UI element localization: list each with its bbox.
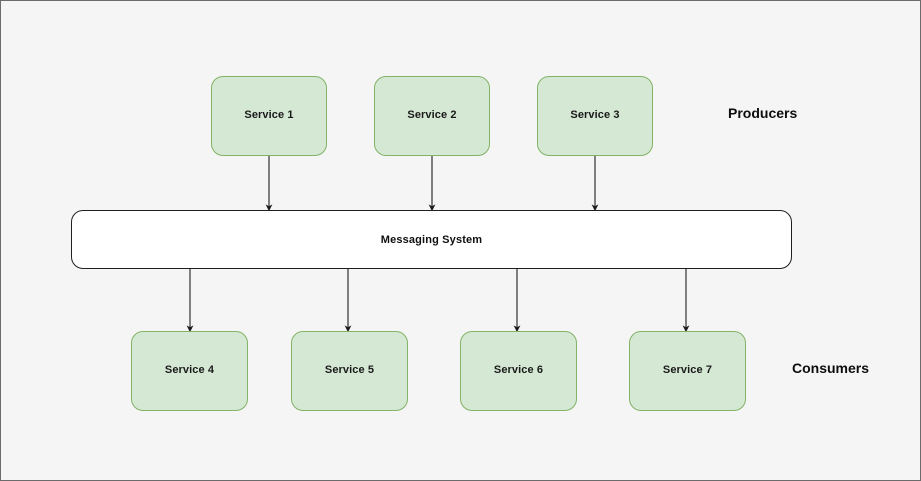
node-label: Service 1 (244, 109, 294, 122)
node-label: Service 6 (493, 364, 544, 377)
group-label-producers: Producers (728, 105, 798, 121)
node-label: Service 2 (407, 109, 457, 122)
node-label: Service 5 (324, 364, 375, 377)
node-label: Service 4 (164, 364, 215, 377)
subscribe-edges (186, 269, 690, 333)
node-label: Service 7 (662, 364, 713, 377)
node-label: Messaging System (380, 233, 483, 246)
node-service-5[interactable]: Service 5 (291, 331, 408, 411)
node-service-4[interactable]: Service 4 (131, 331, 248, 411)
node-service-7[interactable]: Service 7 (629, 331, 746, 411)
node-service-6[interactable]: Service 6 (460, 331, 577, 411)
node-service-2[interactable]: Service 2 (374, 76, 490, 156)
node-service-1[interactable]: Service 1 (211, 76, 327, 156)
node-service-3[interactable]: Service 3 (537, 76, 653, 156)
node-label: Service 3 (570, 109, 620, 122)
publish-edges (265, 156, 599, 212)
group-label-consumers: Consumers (792, 360, 870, 376)
node-messaging-system[interactable]: Messaging System (71, 210, 792, 269)
